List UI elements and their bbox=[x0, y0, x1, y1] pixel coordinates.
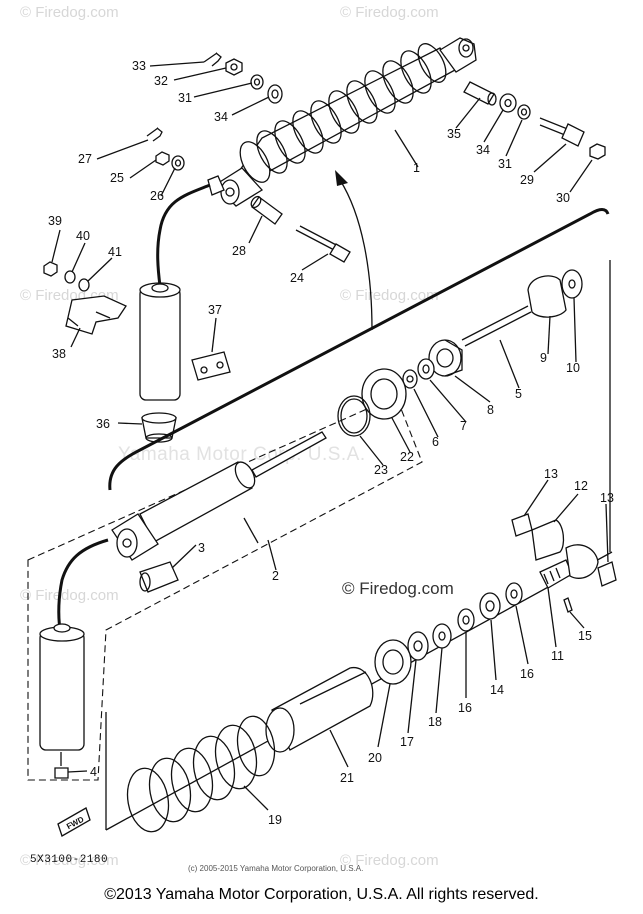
footer-copyright: ©2013 Yamaha Motor Corporation, U.S.A. A… bbox=[104, 886, 539, 903]
callout-9: 9 bbox=[540, 351, 547, 365]
callout-22: 22 bbox=[400, 450, 414, 464]
callout-29: 29 bbox=[520, 173, 534, 187]
callout-14: 14 bbox=[490, 683, 504, 697]
callout-18: 18 bbox=[428, 715, 442, 729]
watermark-firedog: © Firedog.com bbox=[20, 852, 119, 869]
callout-17: 17 bbox=[400, 735, 414, 749]
callout-20: 20 bbox=[368, 751, 382, 765]
exploded-components bbox=[57, 269, 617, 837]
callout-31: 31 bbox=[178, 91, 192, 105]
callout-19: 19 bbox=[268, 813, 282, 827]
callout-3: 3 bbox=[198, 541, 205, 555]
callout-16: 16 bbox=[458, 701, 472, 715]
callout-15: 15 bbox=[578, 629, 592, 643]
callout-28: 28 bbox=[232, 244, 246, 258]
callout-16: 16 bbox=[520, 667, 534, 681]
callout-2: 2 bbox=[272, 569, 279, 583]
callout-25: 25 bbox=[110, 171, 124, 185]
callout-30: 30 bbox=[556, 191, 570, 205]
watermark-firedog: © Firedog.com bbox=[340, 287, 439, 304]
callout-34: 34 bbox=[214, 110, 228, 124]
callout-13: 13 bbox=[600, 491, 614, 505]
top-right-hardware bbox=[463, 81, 606, 160]
callout-10: 10 bbox=[566, 361, 580, 375]
callout-33: 33 bbox=[132, 59, 146, 73]
callout-26: 26 bbox=[150, 189, 164, 203]
callout-13: 13 bbox=[544, 467, 558, 481]
callout-5: 5 bbox=[515, 387, 522, 401]
watermark-firedog: © Firedog.com bbox=[340, 4, 439, 21]
part-number: 5X3100-2180 bbox=[30, 854, 108, 866]
callout-21: 21 bbox=[340, 771, 354, 785]
callout-36: 36 bbox=[96, 417, 110, 431]
callout-7: 7 bbox=[460, 419, 467, 433]
callout-39: 39 bbox=[48, 214, 62, 228]
watermark-firedog: © Firedog.com bbox=[20, 4, 119, 21]
callout-38: 38 bbox=[52, 347, 66, 361]
callout-6: 6 bbox=[432, 435, 439, 449]
assembled-shock-illustration bbox=[139, 37, 477, 401]
callout-34: 34 bbox=[476, 143, 490, 157]
callout-1: 1 bbox=[413, 161, 420, 175]
callout-35: 35 bbox=[447, 127, 461, 141]
callout-12: 12 bbox=[574, 479, 588, 493]
callout-11: 11 bbox=[551, 649, 564, 663]
callout-8: 8 bbox=[487, 403, 494, 417]
callout-32: 32 bbox=[154, 74, 168, 88]
callout-24: 24 bbox=[290, 271, 304, 285]
top-left-hardware bbox=[43, 52, 351, 443]
watermark-firedog: © Firedog.com bbox=[20, 587, 119, 604]
callout-labels: 33 32 31 34 27 25 26 1 35 34 31 29 30 28… bbox=[48, 59, 614, 827]
callout-40: 40 bbox=[76, 229, 90, 243]
callout-37: 37 bbox=[208, 303, 222, 317]
leader-lines bbox=[51, 61, 609, 811]
callout-23: 23 bbox=[374, 463, 388, 477]
exploded-shock-body bbox=[39, 431, 327, 779]
inner-copyright: (c) 2005-2015 Yamaha Motor Corporation, … bbox=[188, 864, 363, 873]
firedog-label: © Firedog.com bbox=[342, 579, 454, 598]
watermark-firedog: © Firedog.com bbox=[340, 852, 439, 869]
callout-4: 4 bbox=[90, 765, 97, 779]
callout-27: 27 bbox=[78, 152, 92, 166]
callout-41: 41 bbox=[108, 245, 122, 259]
callout-31: 31 bbox=[498, 157, 512, 171]
